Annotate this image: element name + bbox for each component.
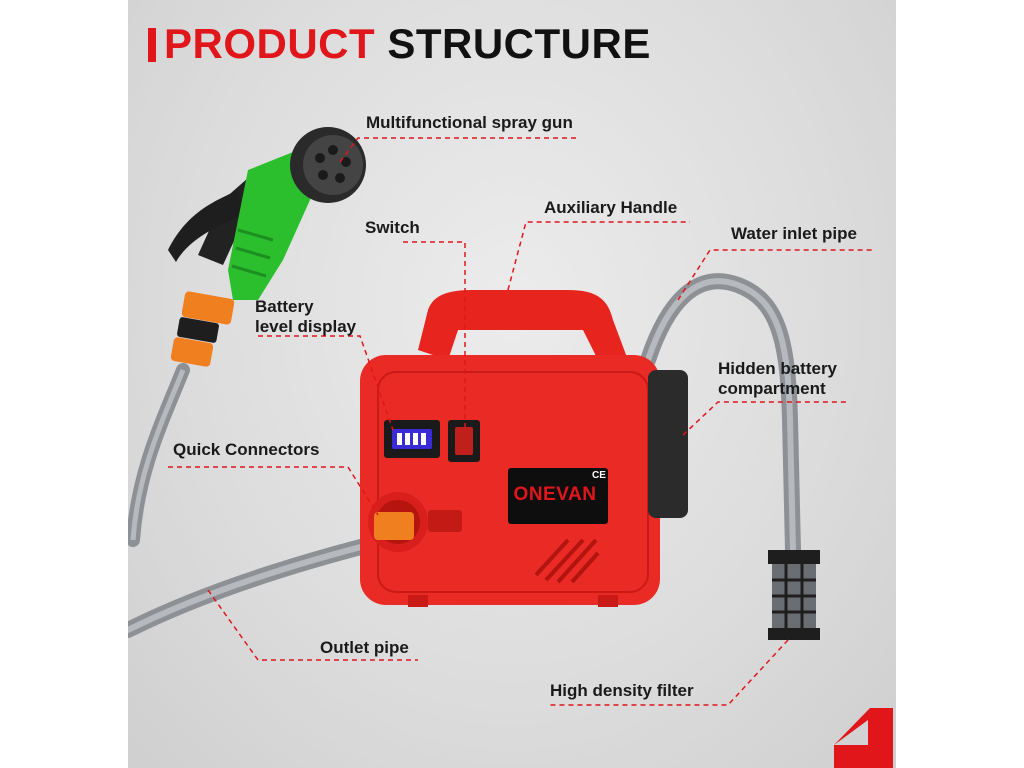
brand-logo: ONEVAN [513, 484, 597, 505]
ce-mark: CE [592, 470, 606, 481]
label-spray-gun: Multifunctional spray gun [366, 113, 573, 132]
label-auxiliary-handle: Auxiliary Handle [544, 198, 678, 217]
label-quick-connectors: Quick Connectors [173, 440, 320, 459]
label-filter: High density filter [550, 681, 694, 700]
spray-gun [168, 127, 366, 367]
label-water-inlet-pipe: Water inlet pipe [731, 224, 857, 243]
product-structure-canvas: PRODUCT STRUCTURE ONEVAN CE Multifunctio… [128, 0, 896, 768]
label-hidden-battery: Hidden battery compartment [718, 359, 838, 398]
inlet-filter [768, 550, 820, 640]
outlet-hose [128, 532, 396, 638]
label-battery-display: Battery level display [255, 297, 357, 336]
corner-chevron-icon [834, 708, 893, 768]
pump-body [360, 290, 688, 607]
page-title: PRODUCT STRUCTURE [148, 16, 651, 72]
title-word-product: PRODUCT [164, 20, 376, 67]
label-outlet-pipe: Outlet pipe [320, 638, 409, 657]
product-illustration [128, 127, 893, 768]
leader-lines [168, 137, 874, 706]
label-switch: Switch [365, 218, 420, 237]
title-accent-bar [148, 28, 156, 62]
title-word-structure: STRUCTURE [387, 20, 651, 67]
